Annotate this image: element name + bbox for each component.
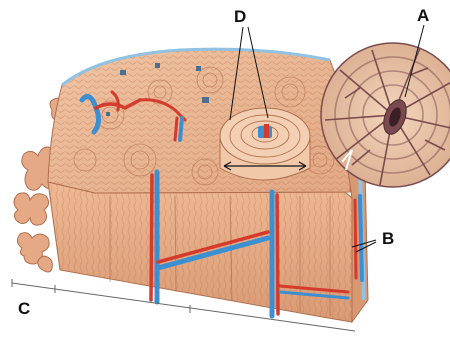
label-d: D [234,8,246,25]
osteon-cylinder [220,108,310,180]
label-b: B [382,230,394,247]
bone-block [48,49,368,322]
label-a: A [417,7,429,24]
label-c: C [18,300,30,317]
